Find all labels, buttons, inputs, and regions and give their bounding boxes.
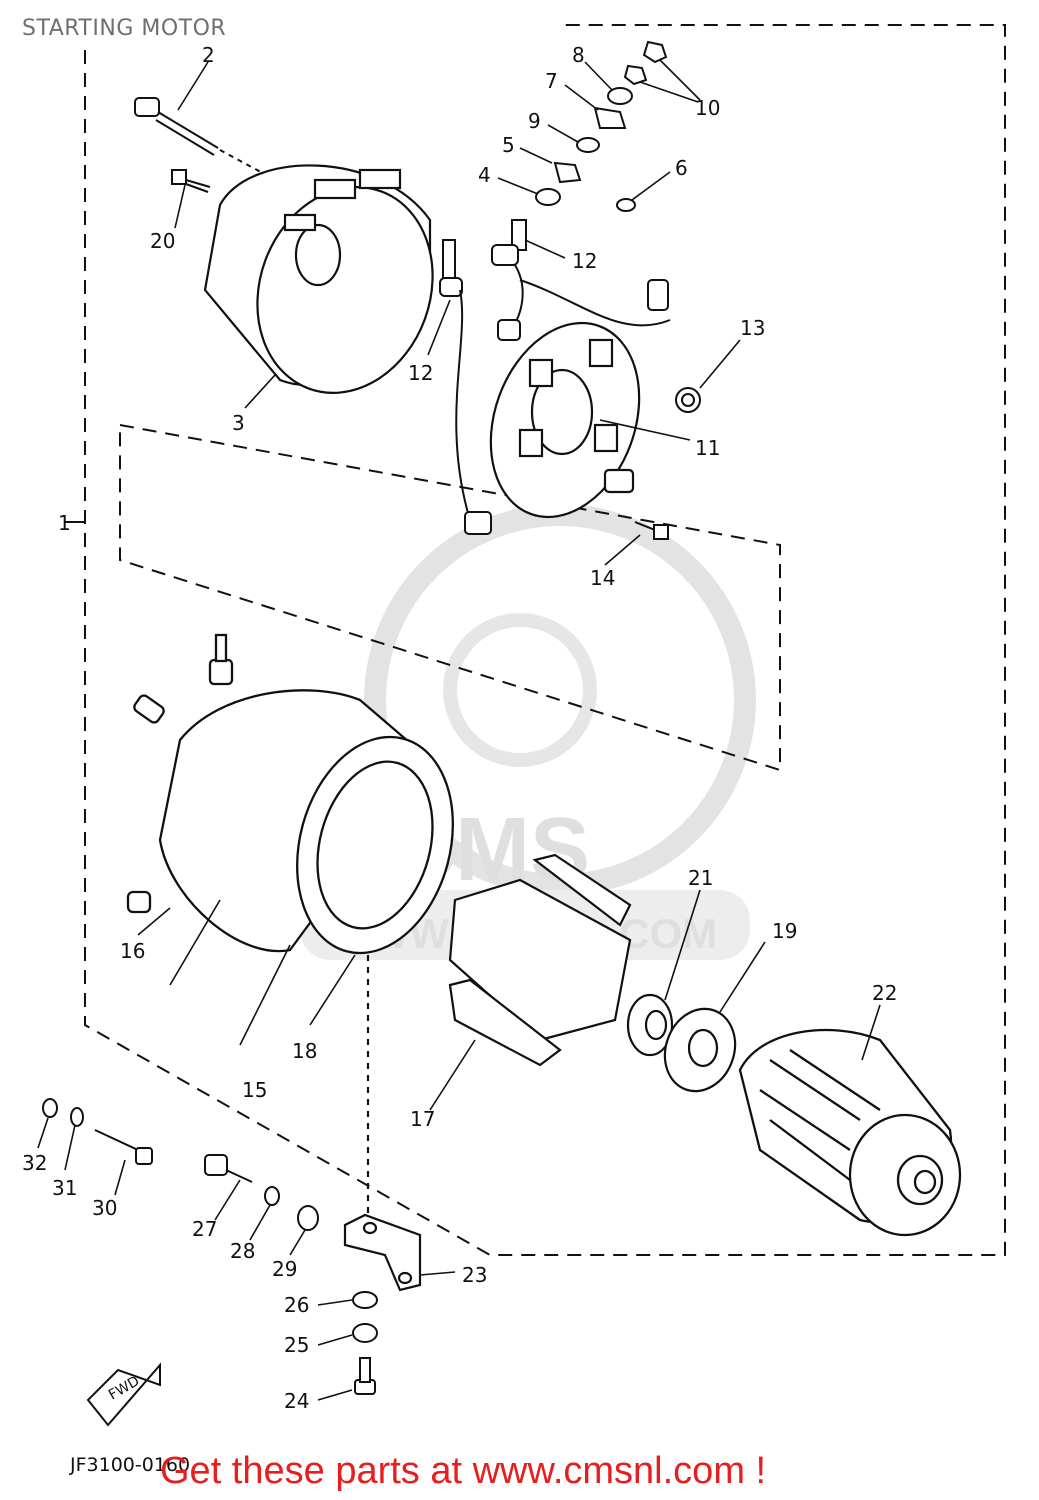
part-label-1: 1 xyxy=(58,511,71,535)
part-label-12a: 12 xyxy=(572,249,597,273)
part-label-2: 2 xyxy=(202,43,215,67)
part-label-32: 32 xyxy=(22,1151,47,1175)
part-label-12b: 12 xyxy=(408,361,433,385)
washer-28 xyxy=(264,1186,280,1206)
part-label-29: 29 xyxy=(272,1257,297,1281)
part-label-9: 9 xyxy=(528,109,541,133)
diagram-code: JF3100-0160 xyxy=(70,1454,191,1476)
part-label-5: 5 xyxy=(502,133,515,157)
part-label-25: 25 xyxy=(284,1333,309,1357)
washer-26 xyxy=(352,1291,378,1309)
fwd-arrow: FWD xyxy=(86,1362,161,1427)
spring-13 xyxy=(675,387,701,413)
small-hardware-group xyxy=(535,40,668,212)
part-label-27: 27 xyxy=(192,1217,217,1241)
diagram-title: STARTING MOTOR xyxy=(22,16,227,41)
collar-29 xyxy=(297,1205,319,1231)
bracket-23 xyxy=(343,955,422,1292)
part-label-20: 20 xyxy=(150,229,175,253)
nut-10b xyxy=(623,64,648,86)
screw-20 xyxy=(171,169,211,193)
plate-7 xyxy=(593,106,627,129)
end-cover-3 xyxy=(203,164,434,394)
part-label-16: 16 xyxy=(120,939,145,963)
part-label-26: 26 xyxy=(284,1293,309,1317)
assembly-frame xyxy=(84,24,1006,1256)
bolt-27 xyxy=(204,1154,228,1176)
part-label-30: 30 xyxy=(92,1196,117,1220)
part-label-24: 24 xyxy=(284,1389,309,1413)
bearing-21 xyxy=(626,993,674,1057)
part-number-labels: 1 2 3 4 5 6 7 8 9 10 11 12 12 13 14 15 1… xyxy=(22,43,897,1413)
washer-4 xyxy=(535,188,561,206)
part-label-15: 15 xyxy=(242,1078,267,1102)
part-label-22: 22 xyxy=(872,981,897,1005)
part-label-3: 3 xyxy=(232,411,245,435)
lower-hardware-group xyxy=(42,1098,378,1395)
part-label-21: 21 xyxy=(688,866,713,890)
field-coil-17 xyxy=(448,853,632,1067)
armature-22 xyxy=(738,1028,962,1237)
part-label-17: 17 xyxy=(410,1107,435,1131)
washer-6 xyxy=(616,198,636,212)
part-label-6: 6 xyxy=(675,156,688,180)
part-label-14: 14 xyxy=(590,566,615,590)
part-label-4: 4 xyxy=(478,163,491,187)
bolt-2 xyxy=(134,97,286,186)
part-label-11: 11 xyxy=(695,436,720,460)
washer-9 xyxy=(576,137,600,153)
bolt-30 xyxy=(94,1129,139,1151)
part-label-7: 7 xyxy=(545,69,558,93)
yoke-15 xyxy=(126,633,454,955)
part-label-13: 13 xyxy=(740,316,765,340)
cmsnl-banner-link[interactable]: Get these parts at www.cmsnl.com ! xyxy=(160,1450,767,1492)
terminal-bolts-12 xyxy=(439,219,671,535)
part-label-23: 23 xyxy=(462,1263,487,1287)
part-label-28: 28 xyxy=(230,1239,255,1263)
screw-14 xyxy=(634,521,669,540)
nut-32 xyxy=(42,1098,58,1118)
part-label-19: 19 xyxy=(772,919,797,943)
leader-lines xyxy=(37,59,881,1401)
part-label-8: 8 xyxy=(572,43,585,67)
part-label-10: 10 xyxy=(695,96,720,120)
washer-19 xyxy=(663,1007,737,1093)
washer-8 xyxy=(607,87,633,105)
part-label-18: 18 xyxy=(292,1039,317,1063)
nut-10a xyxy=(642,40,668,64)
insulator-5 xyxy=(553,161,582,184)
nut-25 xyxy=(352,1323,378,1343)
part-label-31: 31 xyxy=(52,1176,77,1200)
brush-holder-11 xyxy=(489,321,641,519)
washer-31 xyxy=(70,1107,84,1127)
